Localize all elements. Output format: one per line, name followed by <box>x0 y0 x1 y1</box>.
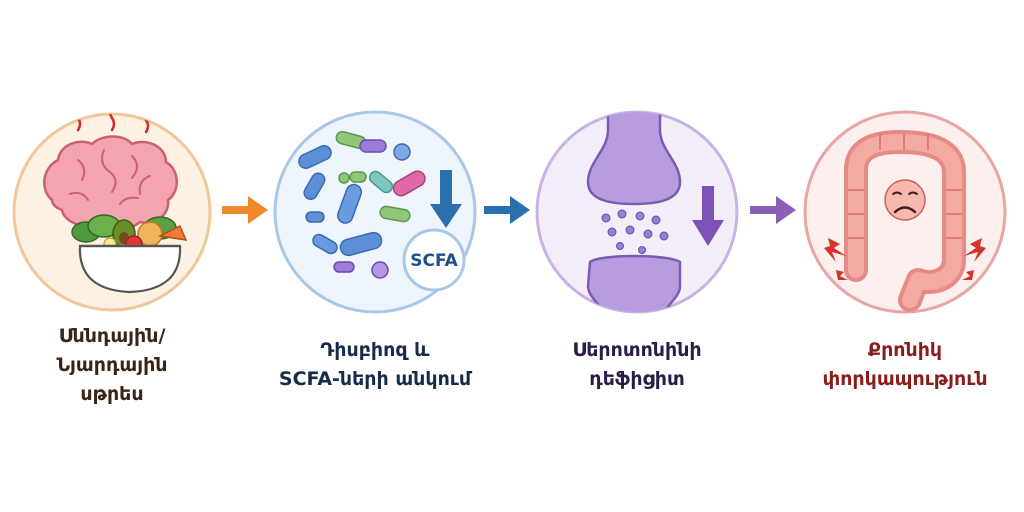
label-inflammation: Քրոնիկ փորկապություն <box>822 339 988 390</box>
down-arrow-icon <box>430 170 462 228</box>
arrow-serotonin-to-inflammation <box>750 196 796 224</box>
arrow-stress-to-dysbiosis <box>222 196 268 224</box>
step-circle-dysbiosis: SCFA <box>273 110 477 314</box>
label-dysbiosis: Դիսբիոզ և SCFA-ների անկում <box>278 339 472 390</box>
sad-face-icon <box>884 179 926 221</box>
step-circle-serotonin <box>535 110 739 314</box>
step-circle-stress <box>12 112 212 312</box>
scfa-badge: SCFA <box>402 228 466 292</box>
down-arrow-icon <box>692 186 724 246</box>
colon-icon <box>844 130 966 312</box>
salad-bowl-icon <box>71 214 188 294</box>
pain-spark-icon <box>824 238 986 280</box>
label-serotonin: Սերոտոնինի դեֆիցիտ <box>572 339 702 390</box>
step-circle-inflammation <box>803 110 1007 314</box>
bacteria-icon <box>298 130 462 279</box>
arrow-dysbiosis-to-serotonin <box>484 196 530 224</box>
svg-text:SCFA: SCFA <box>410 251 458 271</box>
label-stress: Սննդային/ Նյարդային սթրես <box>56 325 168 405</box>
